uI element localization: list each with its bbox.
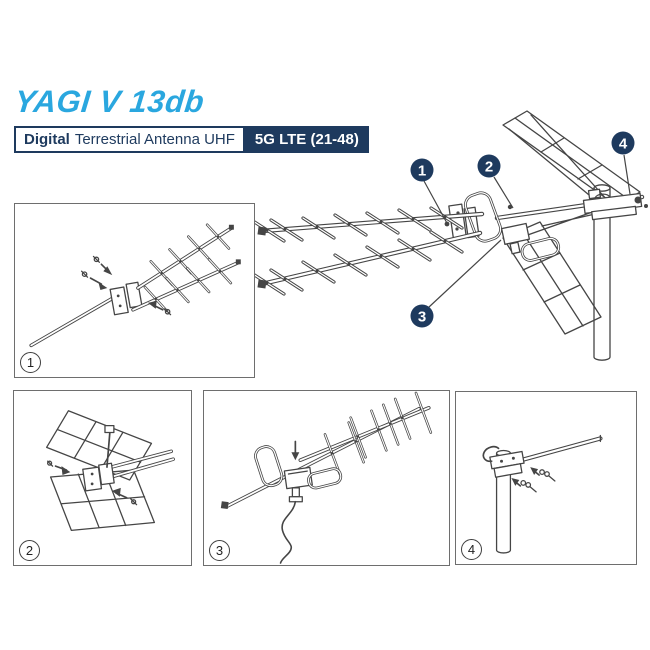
reflector-upper-wing — [502, 110, 641, 207]
director-boom-a — [136, 223, 234, 290]
mast — [593, 184, 611, 361]
svg-text:1: 1 — [418, 163, 426, 180]
reflector-lower-wing — [502, 221, 602, 335]
reflector-struts — [507, 114, 609, 243]
panel-step-3: 3 — [203, 390, 450, 566]
banner-bold-word: Digital — [24, 131, 70, 148]
assembly-arrows — [80, 255, 172, 316]
director-boom-b — [131, 258, 241, 313]
step-3-illustration — [220, 391, 433, 564]
folded-dipole — [254, 445, 343, 490]
step-number-badge-1: 1 — [20, 352, 41, 373]
callout-4: 4 — [611, 131, 635, 155]
step-number-badge-4: 4 — [461, 539, 482, 560]
callout-3: 3 — [410, 304, 434, 328]
callout-1: 1 — [410, 158, 434, 182]
folded-dipole — [463, 191, 561, 262]
panel-step-1: 1 — [14, 203, 255, 378]
product-banner: Digital Terrestrial Antenna UHF 5G LTE (… — [14, 126, 369, 153]
page-title: YAGI V 13db — [13, 84, 207, 119]
boom-with-directors — [220, 391, 433, 510]
step-number-badge-2: 2 — [19, 540, 40, 561]
main-antenna-diagram: 1 2 3 4 — [255, 110, 648, 361]
callout-2: 2 — [477, 154, 501, 178]
panel-step-2: 2 — [13, 390, 192, 566]
banner-rest-text: Terrestrial Antenna UHF — [74, 131, 235, 148]
insert-arrow — [291, 440, 300, 461]
svg-text:2: 2 — [485, 159, 493, 176]
step-4-illustration — [482, 434, 603, 554]
mast-bracket — [582, 188, 648, 221]
callout-leader-lines — [423, 154, 631, 308]
step-number-badge-3: 3 — [209, 540, 230, 561]
svg-text:3: 3 — [418, 309, 426, 326]
bare-boom — [29, 296, 116, 348]
reflector-clamp — [82, 424, 115, 492]
panel-step-4: 4 — [455, 391, 637, 565]
step-1-illustration — [29, 223, 241, 348]
banner-5g-lte-chip: 5G LTE (21-48) — [244, 126, 369, 153]
coax-cable — [279, 487, 303, 564]
svg-text:4: 4 — [619, 136, 628, 153]
step-2-illustration — [45, 410, 175, 532]
wing-nuts — [511, 467, 556, 493]
banner-left-label: Digital Terrestrial Antenna UHF — [14, 126, 245, 153]
boom-lower-left — [255, 230, 483, 296]
boom-clamp — [109, 281, 143, 316]
boom-upper-left — [255, 206, 485, 243]
u-bolt-clamp — [482, 445, 525, 478]
